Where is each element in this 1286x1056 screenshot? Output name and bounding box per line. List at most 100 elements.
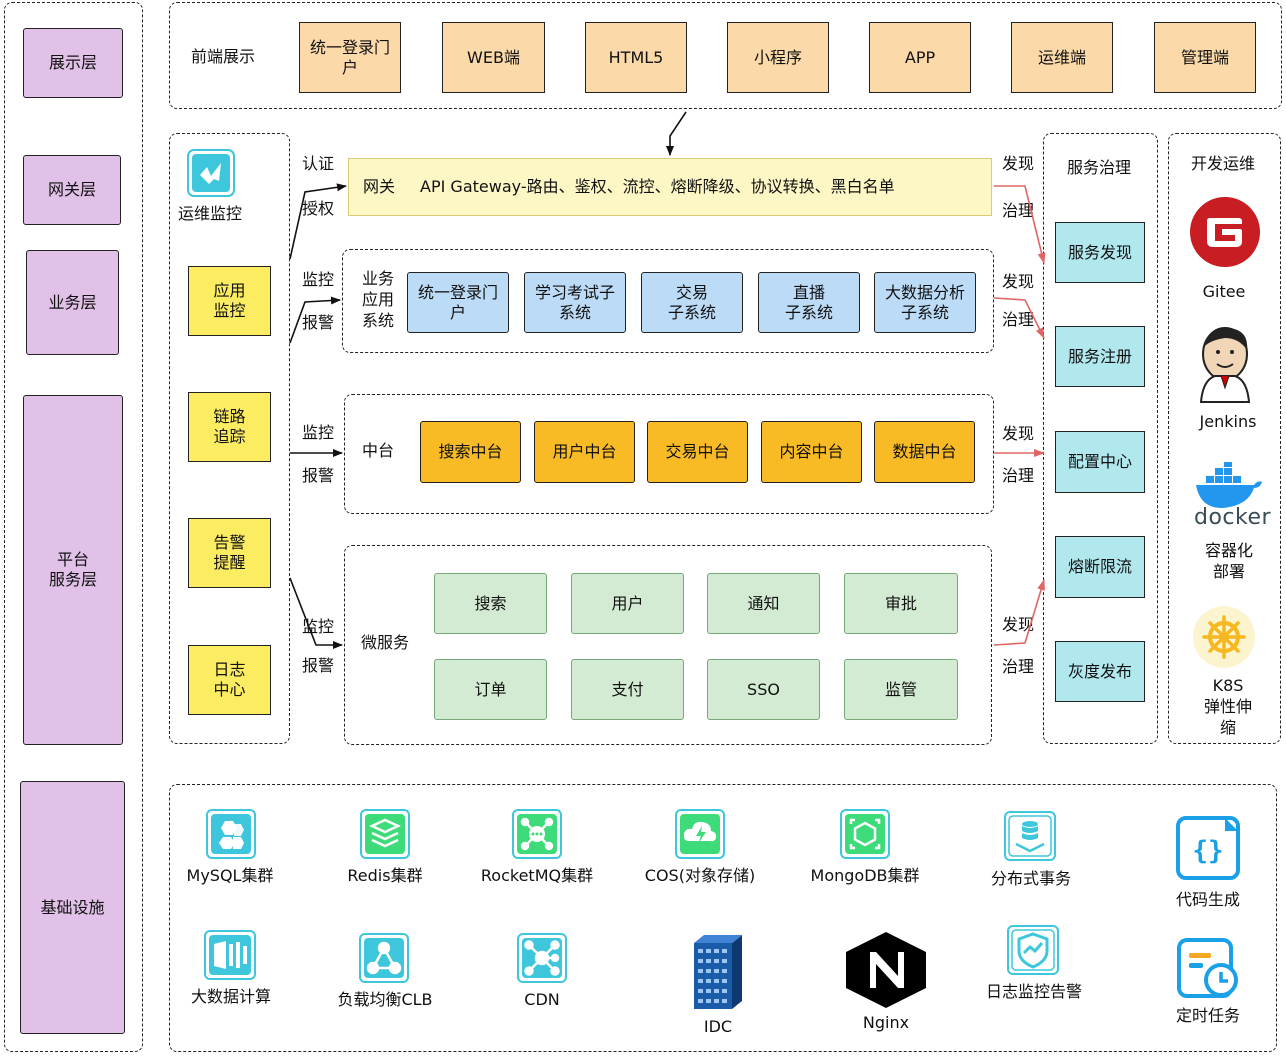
middle-discover-label: 发现: [1002, 424, 1035, 443]
microservice-item: 订单: [434, 659, 547, 720]
business-item: 直播 子系统: [758, 272, 860, 333]
frontend-title: 前端展示: [191, 47, 256, 66]
microservice-item: 审批: [844, 573, 958, 634]
governance-item: 熔断限流: [1055, 536, 1145, 598]
frontend-item: WEB端: [442, 22, 545, 93]
middle-title: 中台: [362, 441, 395, 460]
business-item: 大数据分析 子系统: [874, 272, 976, 333]
governance-item: 服务发现: [1055, 222, 1145, 283]
gitee-logo: [1189, 196, 1261, 268]
scheduled-task-icon: [1176, 935, 1240, 999]
devops-item: 容器化 部署: [1204, 541, 1254, 581]
infra-item: 日志监控告警: [985, 982, 1083, 1001]
microservice-title: 微服务: [361, 633, 410, 652]
infra-section: [169, 784, 1277, 1052]
frontend-item: 运维端: [1011, 22, 1113, 93]
jenkins-logo: [1193, 324, 1257, 404]
microservice-item: 支付: [571, 659, 684, 720]
auth-label: 认证: [302, 154, 335, 173]
frontend-item: HTML5: [585, 22, 687, 93]
monitor-business-arrow: [289, 296, 341, 344]
frontend-item: 统一登录门 户: [299, 22, 401, 93]
cos-icon: [675, 809, 725, 859]
monitor-item: 告警 提醒: [188, 518, 271, 588]
business-section: [342, 249, 994, 353]
devops-section: [1168, 133, 1281, 744]
microservice-alarm-label: 报警: [302, 656, 335, 675]
mongodb-icon: [840, 809, 890, 859]
gateway-label: 网关: [363, 177, 396, 196]
layer-infrastructure: 基础设施: [20, 781, 125, 1034]
idc-building-icon: [692, 933, 744, 1011]
layer-platform-service: 平台 服务层: [23, 395, 123, 745]
docker-logo: docker: [1192, 460, 1271, 532]
nginx-logo: [842, 930, 930, 1010]
microservice-item: 搜索: [434, 573, 547, 634]
business-item: 统一登录门 户: [407, 272, 509, 333]
devops-item: Jenkins: [1199, 412, 1257, 431]
business-title: 业务 应用 系统: [361, 269, 394, 330]
infra-item: 定时任务: [1175, 1006, 1241, 1025]
business-monitor-label: 监控: [302, 270, 335, 289]
microservice-discover-label: 发现: [1002, 615, 1035, 634]
layer-business: 业务层: [26, 250, 119, 355]
infra-item: Redis集群: [347, 866, 423, 885]
ops-monitor-icon: [187, 149, 235, 197]
middle-item: 内容中台: [761, 421, 862, 483]
frontend-item: 小程序: [727, 22, 829, 93]
mysql-icon: [206, 809, 256, 859]
ops-monitor-title: 运维监控: [178, 204, 243, 223]
gateway-govern-label: 治理: [1002, 201, 1035, 220]
infra-item: MongoDB集群: [810, 866, 920, 885]
frontend-section: [169, 2, 1282, 109]
infra-item: 代码生成: [1175, 890, 1241, 909]
k8s-logo: [1192, 605, 1256, 669]
infra-item: IDC: [703, 1017, 733, 1036]
svg-text:{}: {}: [1192, 836, 1223, 866]
microservice-governance-arrow: [993, 579, 1045, 646]
redis-icon: [360, 809, 410, 859]
monitor-microservice-arrow: [289, 577, 343, 649]
governance-section: [1043, 133, 1158, 744]
layer-gateway: 网关层: [23, 155, 121, 225]
docker-wordmark: docker: [1194, 505, 1272, 530]
ops-monitor-section: [169, 133, 290, 744]
governance-title: 服务治理: [1067, 158, 1132, 177]
gateway-box: 网关 API Gateway-路由、鉴权、流控、熔断降级、协议转换、黑白名单: [348, 158, 992, 216]
monitor-item: 应用 监控: [188, 266, 271, 336]
microservice-item: SSO: [707, 659, 820, 720]
infra-item: RocketMQ集群: [480, 866, 594, 885]
middle-item: 数据中台: [874, 421, 975, 483]
microservice-item: 用户: [571, 573, 684, 634]
rocketmq-icon: [512, 809, 562, 859]
monitor-item: 链路 追踪: [188, 392, 271, 462]
middle-item: 搜索中台: [420, 421, 521, 483]
gateway-discover-label: 发现: [1002, 154, 1035, 173]
infra-item: COS(对象存储): [644, 866, 756, 885]
governance-item: 服务注册: [1055, 326, 1145, 387]
frontend-gateway-arrow: [666, 111, 687, 156]
layer-column: [4, 2, 143, 1052]
middle-section: [344, 394, 994, 514]
business-item: 学习考试子 系统: [524, 272, 626, 333]
business-discover-label: 发现: [1002, 272, 1035, 291]
monitor-item: 日志 中心: [188, 645, 271, 715]
microservice-item: 监管: [844, 659, 958, 720]
infra-item: Nginx: [862, 1013, 910, 1032]
governance-item: 配置中心: [1055, 431, 1145, 493]
log-monitor-icon: [1007, 925, 1059, 975]
authorize-label: 授权: [302, 199, 335, 218]
middle-govern-label: 治理: [1002, 466, 1035, 485]
business-governance-arrow: [993, 297, 1045, 339]
infra-item: 大数据计算: [190, 987, 272, 1006]
middle-monitor-label: 监控: [302, 423, 335, 442]
middle-item: 交易中台: [647, 421, 748, 483]
middle-alarm-label: 报警: [302, 466, 335, 485]
clb-icon: [359, 933, 409, 983]
code-gen-icon: {}: [1175, 815, 1241, 881]
infra-item: 分布式事务: [990, 869, 1072, 888]
infra-item: 负载均衡CLB: [337, 990, 433, 1009]
microservice-item: 通知: [707, 573, 820, 634]
cdn-icon: [517, 933, 567, 983]
